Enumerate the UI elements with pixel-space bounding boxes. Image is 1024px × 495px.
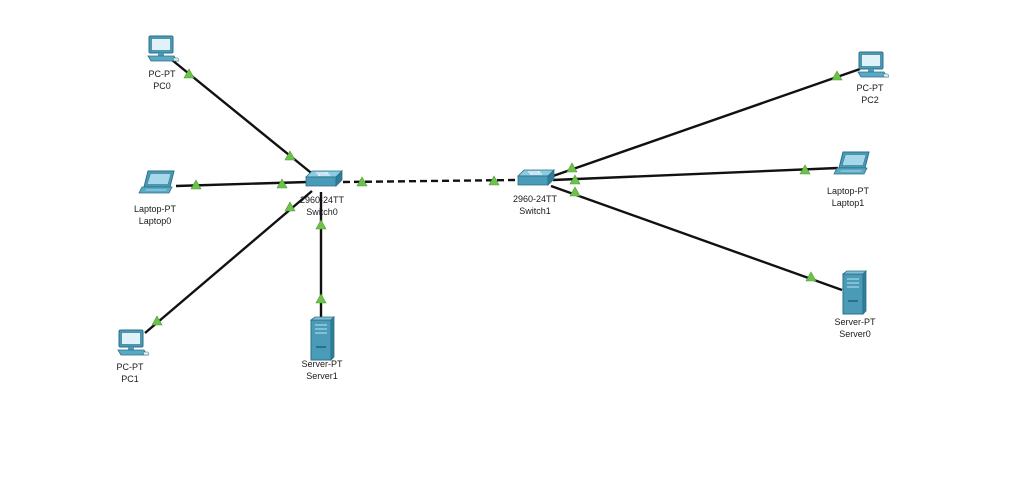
link-pc1-switch0[interactable]	[144, 190, 313, 334]
laptop1-label: Laptop-PT Laptop1	[793, 185, 903, 209]
switch1-switch-icon[interactable]	[517, 169, 555, 186]
server1-label: Server-PT Server1	[267, 358, 377, 382]
link-up-marker-switch0-side	[315, 219, 327, 230]
laptop0-label: Laptop-PT Laptop0	[100, 203, 210, 227]
laptop1-laptop-icon[interactable]	[833, 151, 870, 175]
link-laptop1-switch1[interactable]	[552, 166, 839, 182]
server0-label: Server-PT Server0	[800, 316, 910, 340]
pc0-desktop-pc-icon[interactable]	[147, 35, 180, 62]
switch0-label: 2960-24TT Switch0	[267, 194, 377, 218]
link-server0-switch1[interactable]	[550, 184, 843, 292]
switch0-name: Switch0	[306, 207, 338, 217]
laptop0-name: Laptop0	[138, 216, 172, 226]
server0-server-icon[interactable]	[842, 270, 867, 315]
pc1-label: PC-PT PC1	[75, 361, 185, 385]
pc0-model: PC-PT	[148, 69, 176, 79]
server1-server-icon[interactable]	[310, 316, 335, 361]
laptop0-model: Laptop-PT	[133, 204, 177, 214]
switch0-switch-icon[interactable]	[305, 170, 343, 187]
laptop0-laptop-icon[interactable]	[138, 170, 175, 194]
server0-name: Server0	[839, 329, 871, 339]
pc2-name: PC2	[861, 95, 879, 105]
pc1-name: PC1	[121, 374, 139, 384]
server1-name: Server1	[306, 371, 338, 381]
pc1-desktop-pc-icon[interactable]	[117, 329, 150, 356]
pc0-label: PC-PT PC0	[107, 68, 217, 92]
switch1-label: 2960-24TT Switch1	[480, 193, 590, 217]
pc2-model: PC-PT	[856, 83, 884, 93]
pc2-desktop-pc-icon[interactable]	[857, 51, 890, 78]
pc0-name: PC0	[153, 81, 171, 91]
switch1-model: 2960-24TT	[512, 194, 558, 204]
pc1-model: PC-PT	[116, 362, 144, 372]
switch0-model: 2960-24TT	[299, 195, 345, 205]
server0-model: Server-PT	[834, 317, 876, 327]
link-switch0-switch1[interactable]	[342, 178, 517, 184]
pc2-label: PC-PT PC2	[815, 82, 925, 106]
link-up-marker-server1-side	[315, 293, 327, 304]
laptop1-model: Laptop-PT	[826, 186, 870, 196]
link-pc2-switch1[interactable]	[552, 67, 861, 178]
switch1-name: Switch1	[519, 206, 551, 216]
server1-model: Server-PT	[301, 359, 343, 369]
laptop1-name: Laptop1	[831, 198, 865, 208]
